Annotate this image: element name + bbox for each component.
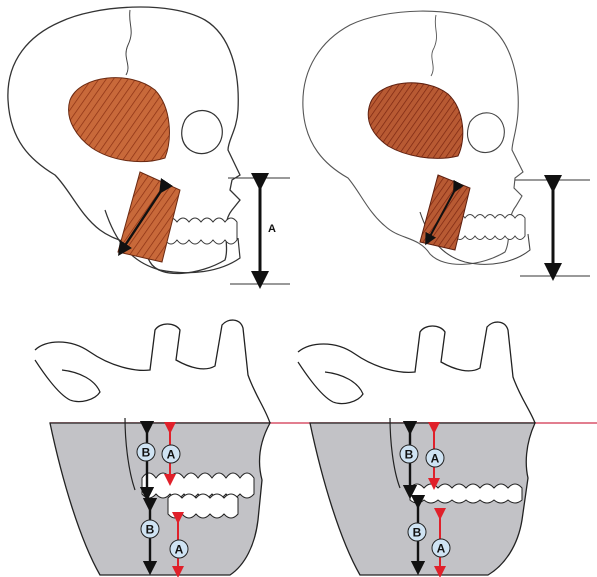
- jaw-right-panel: B A B A: [298, 322, 535, 575]
- skull-left-measure-label: A: [268, 223, 276, 235]
- jaw-left-badge-a-lower: A: [170, 540, 188, 558]
- skull-right-teeth: [455, 215, 525, 240]
- skull-right-eye-socket: [468, 113, 505, 153]
- jaw-right-label-a-upper: A: [431, 452, 440, 466]
- jaw-right-badge-a-lower: A: [432, 539, 450, 557]
- jaw-left-label-a-upper: A: [167, 448, 176, 462]
- jaw-right-zygomatic: [298, 362, 363, 404]
- jaw-right-label-b-upper: B: [405, 448, 414, 462]
- jaw-left-badge-b-upper: B: [137, 443, 155, 461]
- jaw-right-label-a-lower: A: [437, 542, 446, 556]
- jaw-left-label-b-upper: B: [142, 446, 151, 460]
- jaw-left-lower-teeth: [168, 494, 238, 518]
- jaw-right-badge-a-upper: A: [426, 449, 444, 467]
- skull-right-temporalis-muscle: [368, 83, 463, 159]
- skull-left-masseter-muscle: [118, 172, 180, 262]
- jaw-left-label-b-lower: B: [146, 523, 155, 537]
- jaw-left-badge-b-lower: B: [141, 520, 159, 538]
- skull-left-temporalis-muscle: [69, 78, 170, 162]
- skull-right-panel: [303, 11, 590, 276]
- jaw-right-badge-b-lower: B: [408, 523, 426, 541]
- jaw-left-panel: B A B A: [35, 320, 270, 575]
- skull-left-teeth: [165, 218, 237, 244]
- jaw-right-skull-outline: [298, 322, 535, 423]
- jaw-left-label-a-lower: A: [175, 543, 184, 557]
- jaw-right-label-b-lower: B: [413, 526, 422, 540]
- skull-left-eye-socket: [182, 111, 223, 154]
- jaw-left-zygomatic: [35, 360, 100, 402]
- skull-left-suture: [126, 10, 131, 75]
- jaw-left-badge-a-upper: A: [162, 445, 180, 463]
- jaw-right-badge-b-upper: B: [400, 445, 418, 463]
- skull-right-suture: [431, 15, 437, 76]
- skull-left-panel: A: [8, 7, 290, 284]
